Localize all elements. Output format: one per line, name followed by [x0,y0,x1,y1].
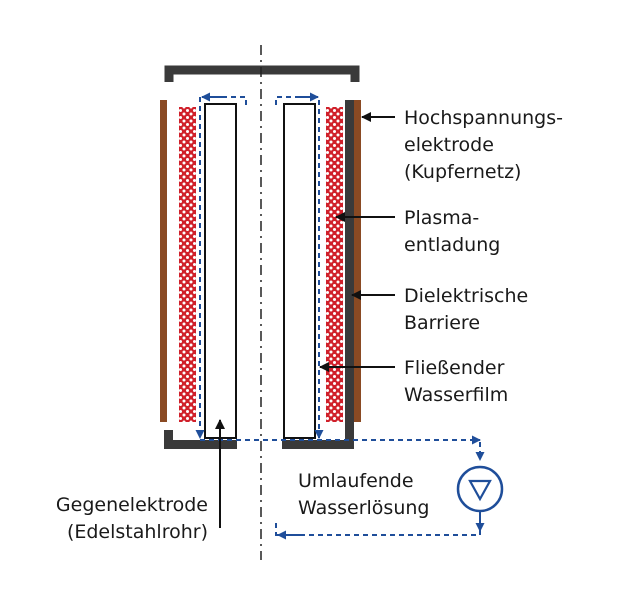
plasma-zone-right [326,107,343,422]
label-plasma-line2: entladung [404,234,500,256]
label-hv-electrode-line2: elektrode [404,134,494,156]
flow-path-right [275,96,324,439]
label-dielectric-line1: Dielektrische [404,285,528,307]
counter-electrode-tube-left [204,103,237,439]
label-circulating-line1: Umlaufende [298,470,414,492]
label-hv-electrode-line1: Hochspannungs- [404,107,563,129]
label-hv-electrode-line3: (Kupfernetz) [404,161,521,183]
frame-bottom-left [164,440,237,449]
label-plasma-line1: Plasma- [404,207,479,229]
counter-electrode-tube-right [283,103,316,439]
pump-circle [456,465,504,513]
label-waterfilm-line1: Fließender [404,357,505,379]
label-counter-electrode-line1: Gegenelektrode [56,494,208,516]
label-counter-electrode-line2: (Edelstahlrohr) [67,521,208,543]
label-waterfilm-line2: Wasserfilm [404,384,508,406]
plasma-zone-left [179,107,196,422]
copper-mesh-right [354,100,361,422]
label-dielectric-line2: Barriere [404,312,480,334]
label-circulating-line2: Wasserlösung [298,497,429,519]
copper-mesh-left [160,100,167,422]
pump-triangle-icon [468,479,492,502]
flow-path-left [195,96,247,439]
dielectric-barrier-right [345,100,354,446]
frame-bottom-right [282,440,354,449]
frame-outer-top [164,65,360,82]
frame-left-stub [164,430,173,449]
